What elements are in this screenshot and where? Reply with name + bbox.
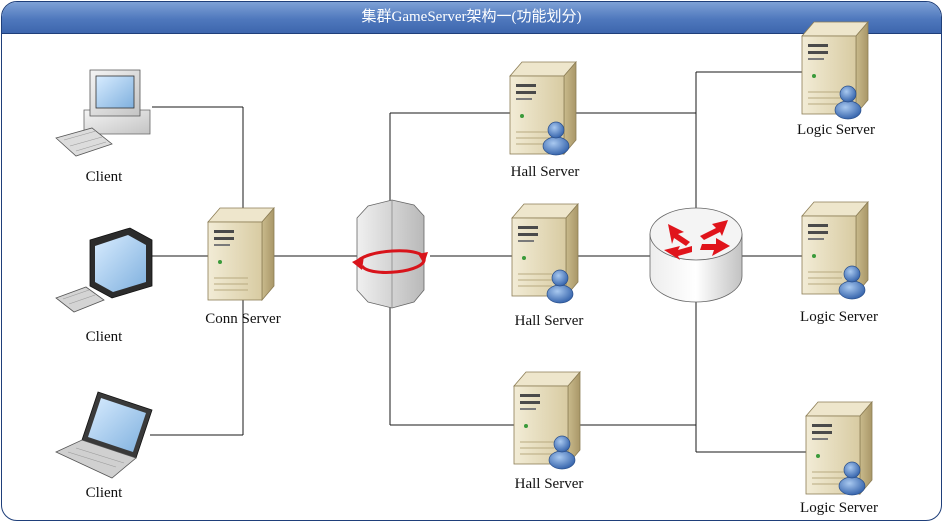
- client-3-label: Client: [86, 485, 123, 501]
- switch-icon: [352, 199, 428, 309]
- diagram-title: 集群GameServer架构一(功能划分): [361, 9, 582, 25]
- logic-server-1-label: Logic Server: [797, 122, 875, 138]
- logic-server-2-label: Logic Server: [800, 309, 878, 325]
- client-1: Client: [55, 69, 151, 185]
- logic-server-3-label: Logic Server: [800, 500, 878, 516]
- hall-server-2: Hall Server: [511, 203, 584, 329]
- hall-server-3-label: Hall Server: [515, 476, 584, 492]
- desktop-computer-icon: [55, 69, 151, 157]
- client-3: Client: [55, 391, 153, 501]
- client-2-label: Client: [86, 329, 123, 345]
- tower-server-icon: [513, 371, 581, 465]
- laptop-icon: [55, 391, 153, 479]
- tower-server-icon: [801, 201, 869, 295]
- title-bar: 集群GameServer架构一(功能划分): [2, 2, 941, 34]
- conn-server-node: Conn Server: [205, 207, 281, 327]
- client-1-label: Client: [86, 169, 123, 185]
- client-2: Client: [55, 227, 153, 345]
- hall-server-1: Hall Server: [509, 61, 580, 180]
- logic-server-3: Logic Server: [800, 401, 878, 516]
- tower-server-icon: [207, 207, 275, 301]
- tower-server-icon: [801, 21, 869, 115]
- flat-monitor-icon: [55, 227, 153, 313]
- hall-server-2-label: Hall Server: [515, 313, 584, 329]
- logic-server-2: Logic Server: [800, 201, 878, 325]
- logic-server-1: Logic Server: [797, 21, 875, 138]
- conn-server-label: Conn Server: [205, 311, 280, 327]
- router-icon: [649, 207, 743, 303]
- hall-server-1-label: Hall Server: [511, 164, 580, 180]
- tower-server-icon: [511, 203, 579, 297]
- hall-server-3: Hall Server: [513, 371, 584, 492]
